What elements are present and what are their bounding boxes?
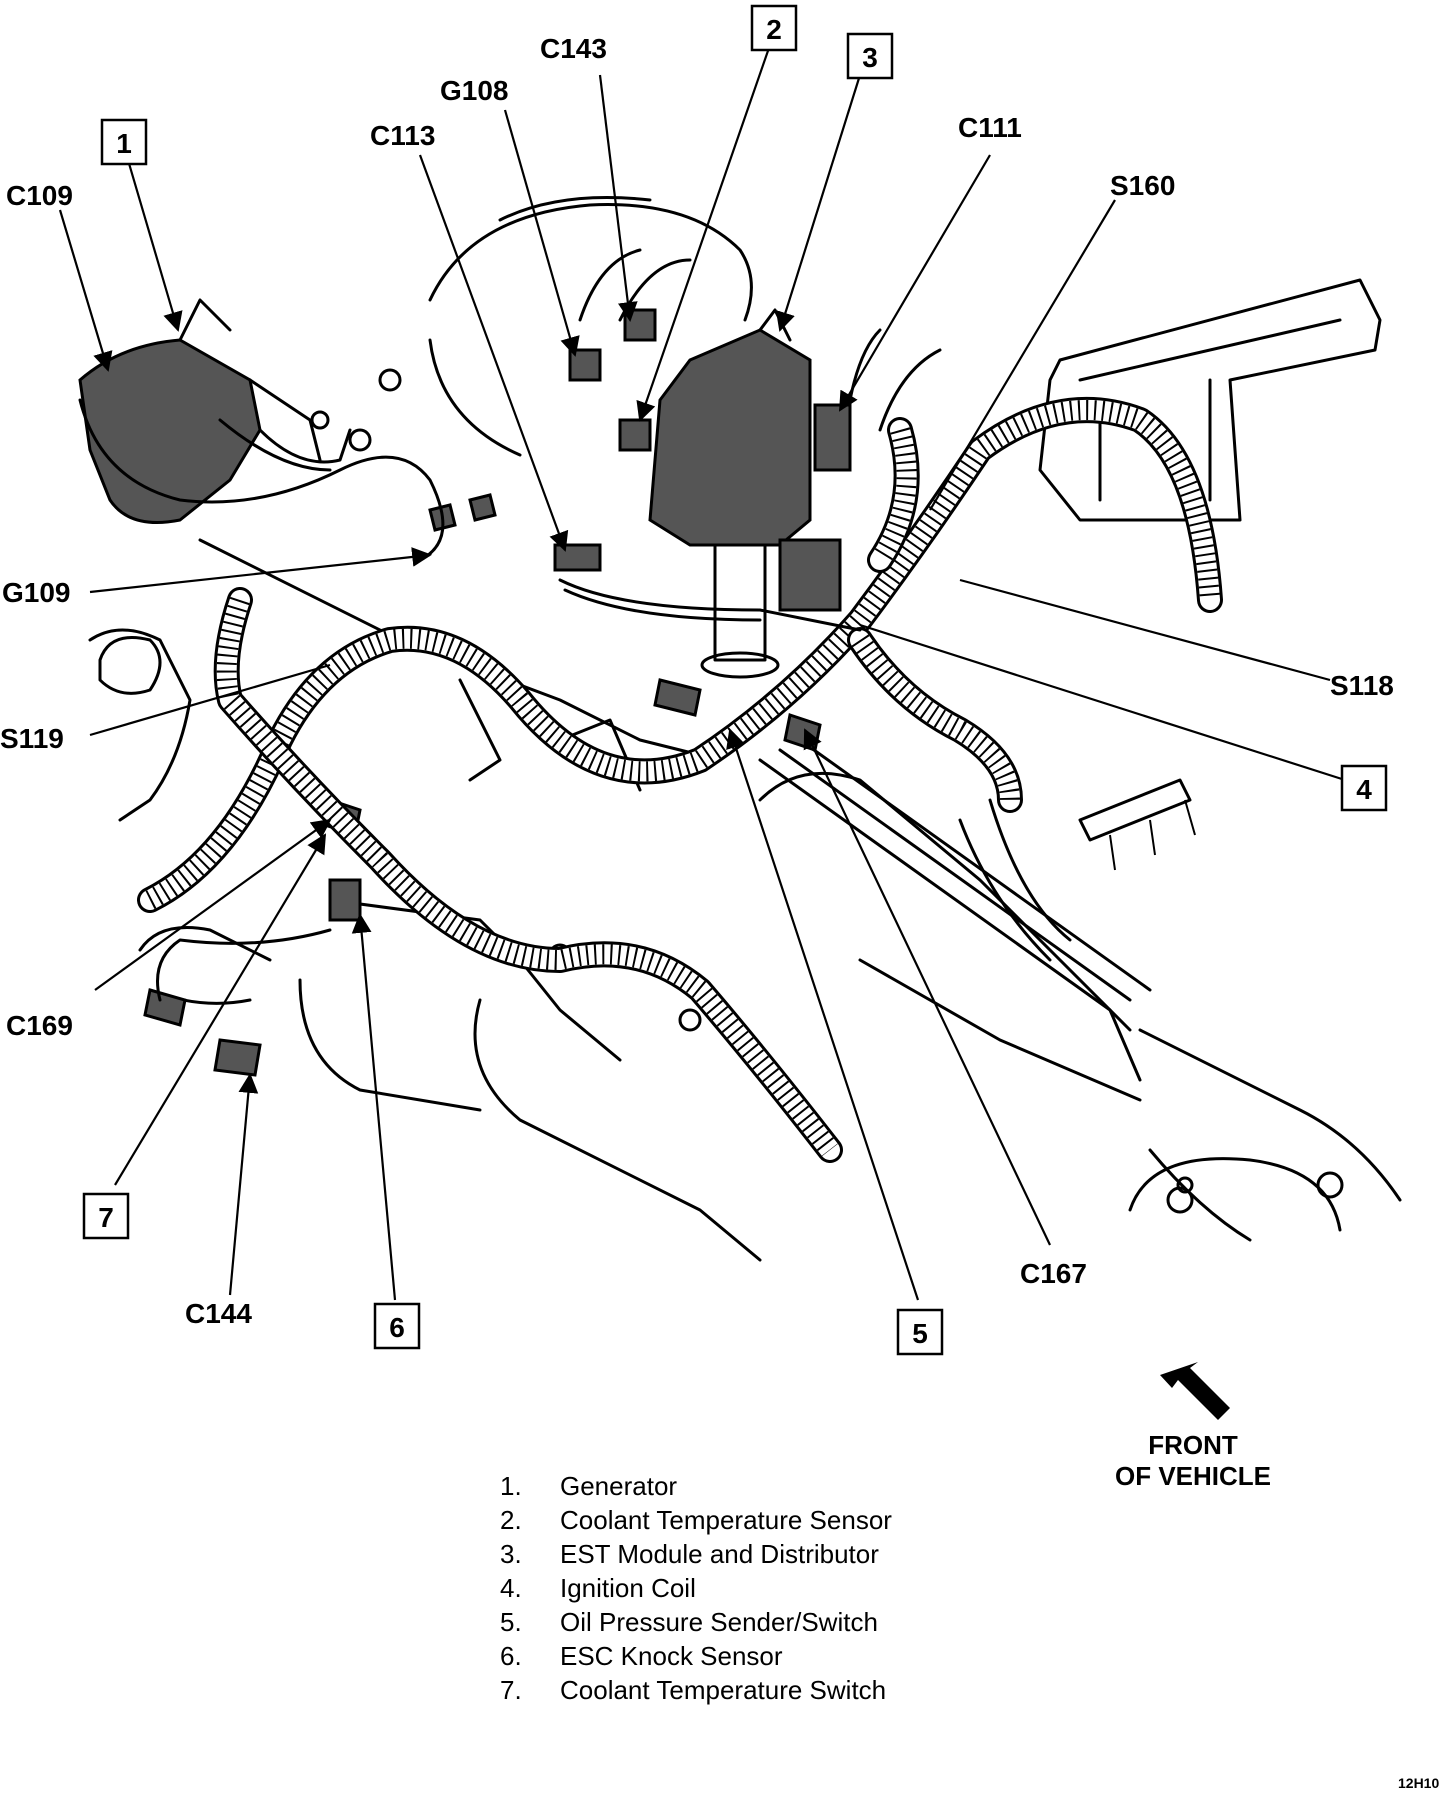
svg-text:3: 3 <box>862 42 878 73</box>
legend-item-6: 6. ESC Knock Sensor <box>500 1641 783 1671</box>
box-4: 4 <box>1340 764 1388 812</box>
svg-text:7.: 7. <box>500 1675 522 1705</box>
figure-code: 12H10 <box>1398 1775 1439 1791</box>
front-of-vehicle-indicator: FRONT OF VEHICLE <box>1115 1362 1271 1491</box>
legend-item-2: 2. Coolant Temperature Sensor <box>500 1505 892 1535</box>
callout-leaders <box>58 44 1346 1301</box>
svg-text:2.: 2. <box>500 1505 522 1535</box>
svg-text:6: 6 <box>389 1312 405 1343</box>
svg-text:5.: 5. <box>500 1607 522 1637</box>
svg-text:1.: 1. <box>500 1471 522 1501</box>
svg-text:2: 2 <box>766 14 782 45</box>
callout-c144: C144 <box>185 1298 252 1329</box>
svg-text:1: 1 <box>116 128 132 159</box>
svg-text:5: 5 <box>912 1318 928 1349</box>
callout-c109: C109 <box>6 180 73 211</box>
legend-item-1: 1. Generator <box>500 1471 677 1501</box>
svg-text:EST Module and Distributor: EST Module and Distributor <box>560 1539 879 1569</box>
svg-text:7: 7 <box>98 1202 114 1233</box>
generator <box>78 298 352 524</box>
legend-item-7: 7. Coolant Temperature Switch <box>500 1675 886 1705</box>
svg-text:Generator: Generator <box>560 1471 677 1501</box>
callout-c111: C111 <box>958 112 1022 143</box>
svg-text:Oil Pressure Sender/Switch: Oil Pressure Sender/Switch <box>560 1607 878 1637</box>
distributor <box>648 308 812 679</box>
callout-s160: S160 <box>1110 170 1175 201</box>
svg-text:ESC Knock Sensor: ESC Knock Sensor <box>560 1641 783 1671</box>
front-label-line1: FRONT <box>1148 1430 1238 1460</box>
wiring-harness <box>137 397 1223 1163</box>
box-6: 6 <box>373 1302 421 1350</box>
ignition-coil-block <box>143 308 852 1077</box>
svg-text:Ignition Coil: Ignition Coil <box>560 1573 696 1603</box>
callout-s118: S118 <box>1330 670 1394 701</box>
number-boxes: 1 2 3 4 5 6 7 <box>82 4 1388 1356</box>
callout-c143: C143 <box>540 33 607 64</box>
callout-c113: C113 <box>370 120 435 151</box>
callout-labels: C109 C143 G108 C113 C111 S160 G109 S119 … <box>0 33 1394 1329</box>
callout-g108: G108 <box>440 75 509 106</box>
box-7: 7 <box>82 1192 130 1240</box>
legend-item-3: 3. EST Module and Distributor <box>500 1539 879 1569</box>
legend: 1. Generator 2. Coolant Temperature Sensor… <box>500 1471 892 1705</box>
arrow-up-left-icon <box>1160 1362 1230 1420</box>
svg-text:Coolant Temperature Sensor: Coolant Temperature Sensor <box>560 1505 892 1535</box>
callout-s119: S119 <box>0 723 64 754</box>
legend-item-4: 4. Ignition Coil <box>500 1573 696 1603</box>
svg-text:Coolant Temperature Switch: Coolant Temperature Switch <box>560 1675 886 1705</box>
front-label-line2: OF VEHICLE <box>1115 1461 1271 1491</box>
box-2: 2 <box>750 4 798 52</box>
box-3: 3 <box>846 32 894 80</box>
box-5: 5 <box>896 1308 944 1356</box>
svg-text:4: 4 <box>1356 774 1372 805</box>
svg-text:6.: 6. <box>500 1641 522 1671</box>
box-1: 1 <box>100 118 148 166</box>
svg-text:3.: 3. <box>500 1539 522 1569</box>
callout-g109: G109 <box>2 577 71 608</box>
svg-text:4.: 4. <box>500 1573 522 1603</box>
callout-c169: C169 <box>6 1010 73 1041</box>
legend-item-5: 5. Oil Pressure Sender/Switch <box>500 1607 878 1637</box>
callout-c167: C167 <box>1020 1258 1087 1289</box>
